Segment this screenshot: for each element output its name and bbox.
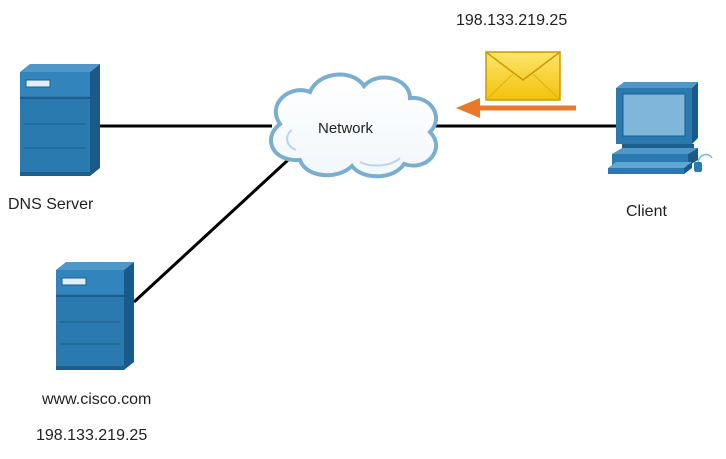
client-computer-icon bbox=[608, 82, 713, 174]
web-server-label: www.cisco.com bbox=[42, 391, 152, 408]
packet-ip-label: 198.133.219.25 bbox=[456, 12, 568, 29]
envelope-icon bbox=[485, 51, 561, 101]
link-network-to-web-server bbox=[132, 158, 290, 304]
network-cloud-icon bbox=[268, 72, 438, 179]
web-server-ip-label: 198.133.219.25 bbox=[36, 427, 148, 444]
network-label: Network bbox=[318, 120, 374, 137]
dns-server-label: DNS Server bbox=[8, 196, 94, 213]
dns-server-icon bbox=[20, 64, 100, 176]
web-server-icon bbox=[56, 262, 134, 370]
client-label: Client bbox=[626, 203, 667, 220]
packet-arrow-icon bbox=[456, 98, 576, 118]
